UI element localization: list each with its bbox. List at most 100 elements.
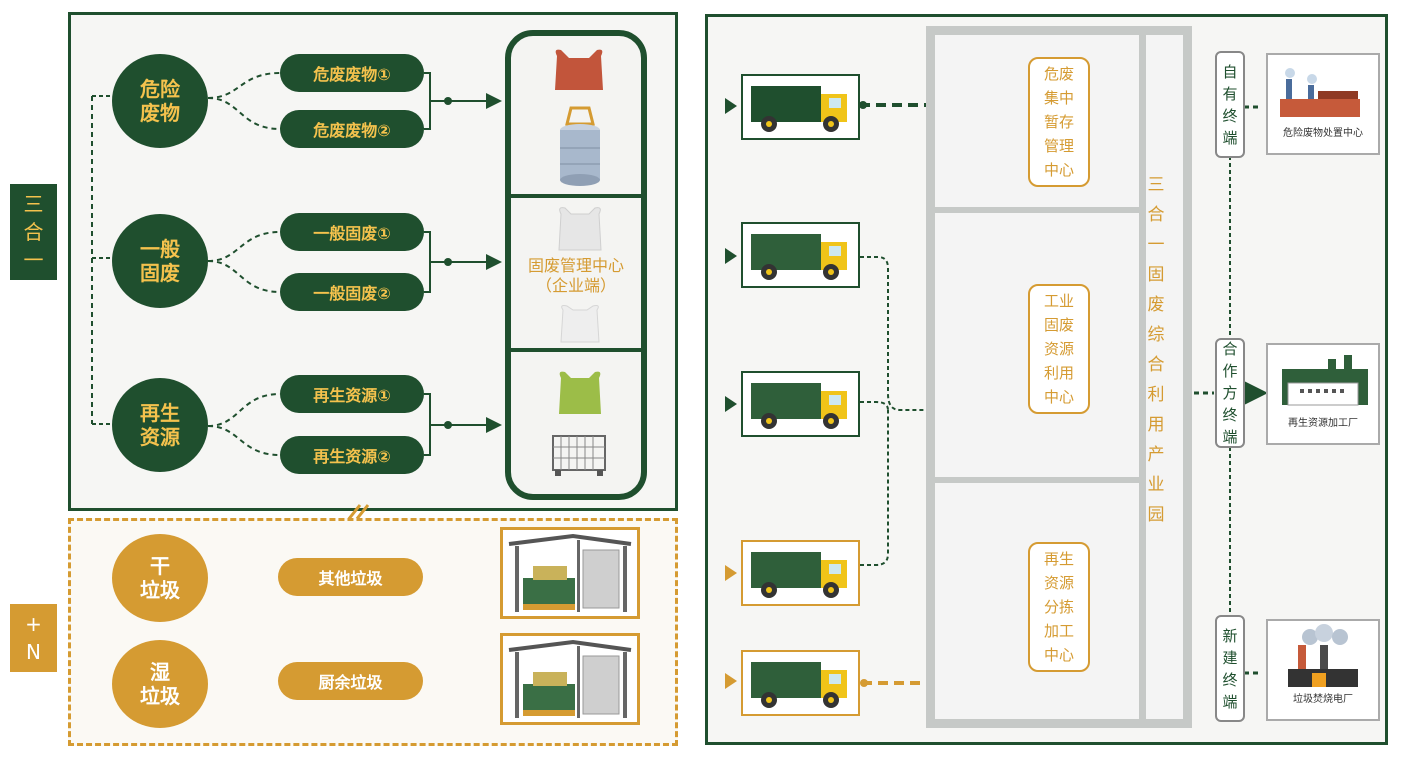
category-label: 再生	[140, 401, 180, 425]
category-label: 危险	[140, 77, 180, 101]
zone-char: 中心	[1043, 161, 1074, 179]
garbage-truck-icon	[751, 552, 847, 598]
garbage-truck-icon	[751, 383, 847, 429]
terminal-char: 合	[1222, 340, 1238, 358]
zone-char: 分拣	[1043, 598, 1074, 616]
power-plant-icon	[1288, 624, 1358, 687]
truck-hazardous	[741, 74, 860, 140]
item-hazardous-2: 危废废物②	[280, 110, 424, 148]
garbage-station-dry	[500, 527, 640, 619]
category-label: 废物	[140, 101, 180, 125]
white-tonbag-icon	[558, 207, 602, 251]
terminal-new: 新 建 终 端	[1215, 615, 1245, 722]
side-tag-char: 三	[23, 192, 44, 216]
park-title-char: 产	[1147, 445, 1165, 465]
steel-drum-icon	[560, 106, 600, 186]
item-general-1: 一般固废①	[280, 213, 424, 251]
truck-general-1	[741, 222, 860, 288]
truck-wet-garbage	[741, 650, 860, 716]
park-title-char: 三	[1147, 175, 1165, 195]
industrial-park-title: 三 合 一 固 废 综 合 利 用 产 业 园	[1140, 170, 1172, 530]
garbage-kiosk-icon	[508, 639, 632, 718]
terminal-char: 有	[1222, 84, 1238, 103]
item-kitchen-garbage: 厨余垃圾	[278, 662, 423, 700]
factory-icon	[1280, 68, 1360, 117]
zone-char: 中心	[1043, 646, 1074, 664]
park-title-char: 用	[1147, 415, 1165, 435]
terminal-char: 作	[1222, 362, 1238, 380]
terminal-char: 新	[1222, 626, 1238, 645]
item-other-garbage: 其他垃圾	[278, 558, 423, 596]
category-dry-garbage: 干 垃圾	[112, 534, 208, 622]
park-title-char: 废	[1147, 295, 1165, 315]
side-tag-char: 一	[23, 248, 44, 272]
category-hazardous-waste: 危险 废物	[112, 54, 208, 148]
white-tonbag-small-icon	[560, 305, 600, 343]
zone-hazardous-storage-center: 危废 集中 暂存 管理 中心	[1028, 57, 1090, 187]
terminal-char: 终	[1222, 670, 1238, 689]
zone-char: 集中	[1043, 89, 1074, 107]
category-label: 垃圾	[140, 578, 180, 602]
zone-char: 资源	[1043, 340, 1074, 358]
truck-general-2	[741, 371, 860, 437]
category-recyclable-resources: 再生 资源	[112, 378, 208, 472]
item-recyclable-2: 再生资源②	[280, 436, 424, 474]
terminal-char: 终	[1222, 106, 1238, 125]
zone-char: 加工	[1043, 622, 1074, 640]
park-title-char: 合	[1147, 205, 1165, 225]
park-title-char: 园	[1147, 505, 1165, 525]
facility-caption: 再生资源加工厂	[1288, 418, 1358, 429]
category-label: 资源	[140, 425, 180, 449]
facility-recycling-plant: 再生资源加工厂	[1266, 343, 1380, 445]
terminal-char: 自	[1222, 62, 1238, 81]
facility-caption: 垃圾焚烧电厂	[1293, 694, 1353, 705]
side-tag-char: +	[25, 612, 42, 636]
garbage-kiosk-icon	[508, 533, 632, 612]
category-label: 干	[150, 554, 170, 578]
right-connectors	[725, 98, 1268, 689]
garbage-station-wet	[500, 633, 640, 725]
terminal-char: 方	[1222, 384, 1238, 402]
park-title-char: 合	[1147, 355, 1165, 375]
metal-cage-icon	[552, 435, 606, 476]
terminal-partner: 合 作 方 终 端	[1215, 338, 1245, 448]
terminal-own: 自 有 终 端	[1215, 51, 1245, 158]
plant-icon	[1282, 355, 1368, 406]
terminal-char: 端	[1222, 428, 1238, 446]
facility-hazardous-disposal: 危险废物处置中心	[1266, 53, 1380, 155]
terminal-char: 建	[1222, 648, 1238, 667]
item-recyclable-1: 再生资源①	[280, 375, 424, 413]
zone-char: 中心	[1043, 388, 1074, 406]
category-label: 固废	[140, 261, 180, 285]
zone-char: 管理	[1043, 137, 1074, 155]
facility-incineration-plant: 垃圾焚烧电厂	[1266, 619, 1380, 721]
zone-char: 利用	[1043, 364, 1074, 382]
park-title-char: 业	[1147, 475, 1165, 495]
zone-industrial-utilization-center: 工业 固废 资源 利用 中心	[1028, 284, 1090, 414]
item-general-2: 一般固废②	[280, 273, 424, 311]
garbage-truck-icon	[751, 86, 847, 132]
zone-char: 危废	[1043, 65, 1074, 83]
category-label: 垃圾	[140, 684, 180, 708]
side-tag-plus-n: + N	[10, 604, 57, 672]
zone-char: 暂存	[1043, 113, 1074, 131]
park-title-char: 固	[1147, 265, 1165, 285]
green-tonbag-icon	[559, 371, 601, 414]
truck-dry-garbage	[741, 540, 860, 606]
terminal-char: 端	[1222, 128, 1238, 147]
zone-char: 资源	[1043, 574, 1074, 592]
center-subname: （企业端）	[535, 276, 616, 295]
park-title-char: 一	[1147, 235, 1165, 255]
park-title-char: 综	[1147, 325, 1165, 345]
center-name: 固废管理中心	[527, 256, 624, 275]
terminal-char: 端	[1222, 692, 1238, 711]
garbage-truck-icon	[751, 234, 847, 280]
park-title-char: 利	[1147, 385, 1165, 405]
category-general-solid-waste: 一般 固废	[112, 214, 208, 308]
solid-waste-management-center: 固废管理中心 （企业端）	[505, 30, 647, 500]
facility-caption: 危险废物处置中心	[1283, 128, 1363, 139]
red-tonbag-icon	[555, 49, 603, 90]
zone-recycling-sorting-center: 再生 资源 分拣 加工 中心	[1028, 542, 1090, 672]
zone-char: 固废	[1043, 316, 1074, 334]
zone-char: 再生	[1043, 550, 1074, 568]
